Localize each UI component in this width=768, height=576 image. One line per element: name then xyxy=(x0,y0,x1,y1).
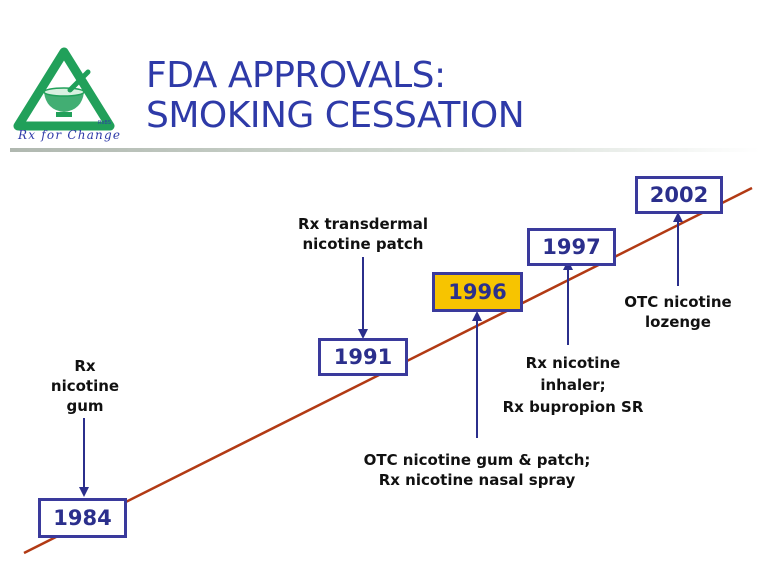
label-line: nicotine patch xyxy=(302,235,424,253)
label-line: gum xyxy=(66,397,104,415)
header-divider xyxy=(10,148,760,152)
year-box-1996: 1996 xyxy=(432,272,523,312)
year-box-1991: 1991 xyxy=(318,338,408,376)
year-box-1984: 1984 xyxy=(38,498,127,538)
label-line: lozenge xyxy=(645,313,711,331)
event-label-2002: OTC nicotine lozenge xyxy=(608,292,748,332)
label-line: OTC nicotine xyxy=(624,293,732,311)
event-label-1997: Rx nicotine inhaler; Rx bupropion SR xyxy=(488,352,658,418)
year-box-1997: 1997 xyxy=(527,228,616,266)
label-line: Rx transdermal xyxy=(298,215,428,233)
label-line: Rx nicotine nasal spray xyxy=(378,471,576,489)
title-line-2: SMOKING CESSATION xyxy=(146,95,525,136)
label-line: nicotine xyxy=(50,377,120,395)
label-line: Rx xyxy=(74,357,96,375)
rx-for-change-logo: RxBS Rx for Change xyxy=(12,46,130,142)
event-label-1996: OTC nicotine gum & patch; Rx nicotine na… xyxy=(326,450,628,490)
event-label-1991: Rx transdermal nicotine patch xyxy=(273,214,453,254)
label-line: inhaler; xyxy=(540,376,606,394)
logo-text: Rx for Change xyxy=(17,128,120,142)
page-title: FDA APPROVALS: SMOKING CESSATION xyxy=(146,55,525,136)
label-line: OTC nicotine gum & patch; xyxy=(363,451,591,469)
label-line: Rx bupropion SR xyxy=(502,398,644,416)
logo-trademark: RxBS xyxy=(98,120,111,126)
year-box-2002: 2002 xyxy=(635,176,723,214)
label-line: Rx nicotine xyxy=(525,354,621,372)
title-line-1: FDA APPROVALS: xyxy=(146,55,446,96)
mortar-pestle-triangle-icon: RxBS Rx for Change xyxy=(13,47,120,142)
event-label-1984: Rx nicotine gum xyxy=(30,356,140,416)
